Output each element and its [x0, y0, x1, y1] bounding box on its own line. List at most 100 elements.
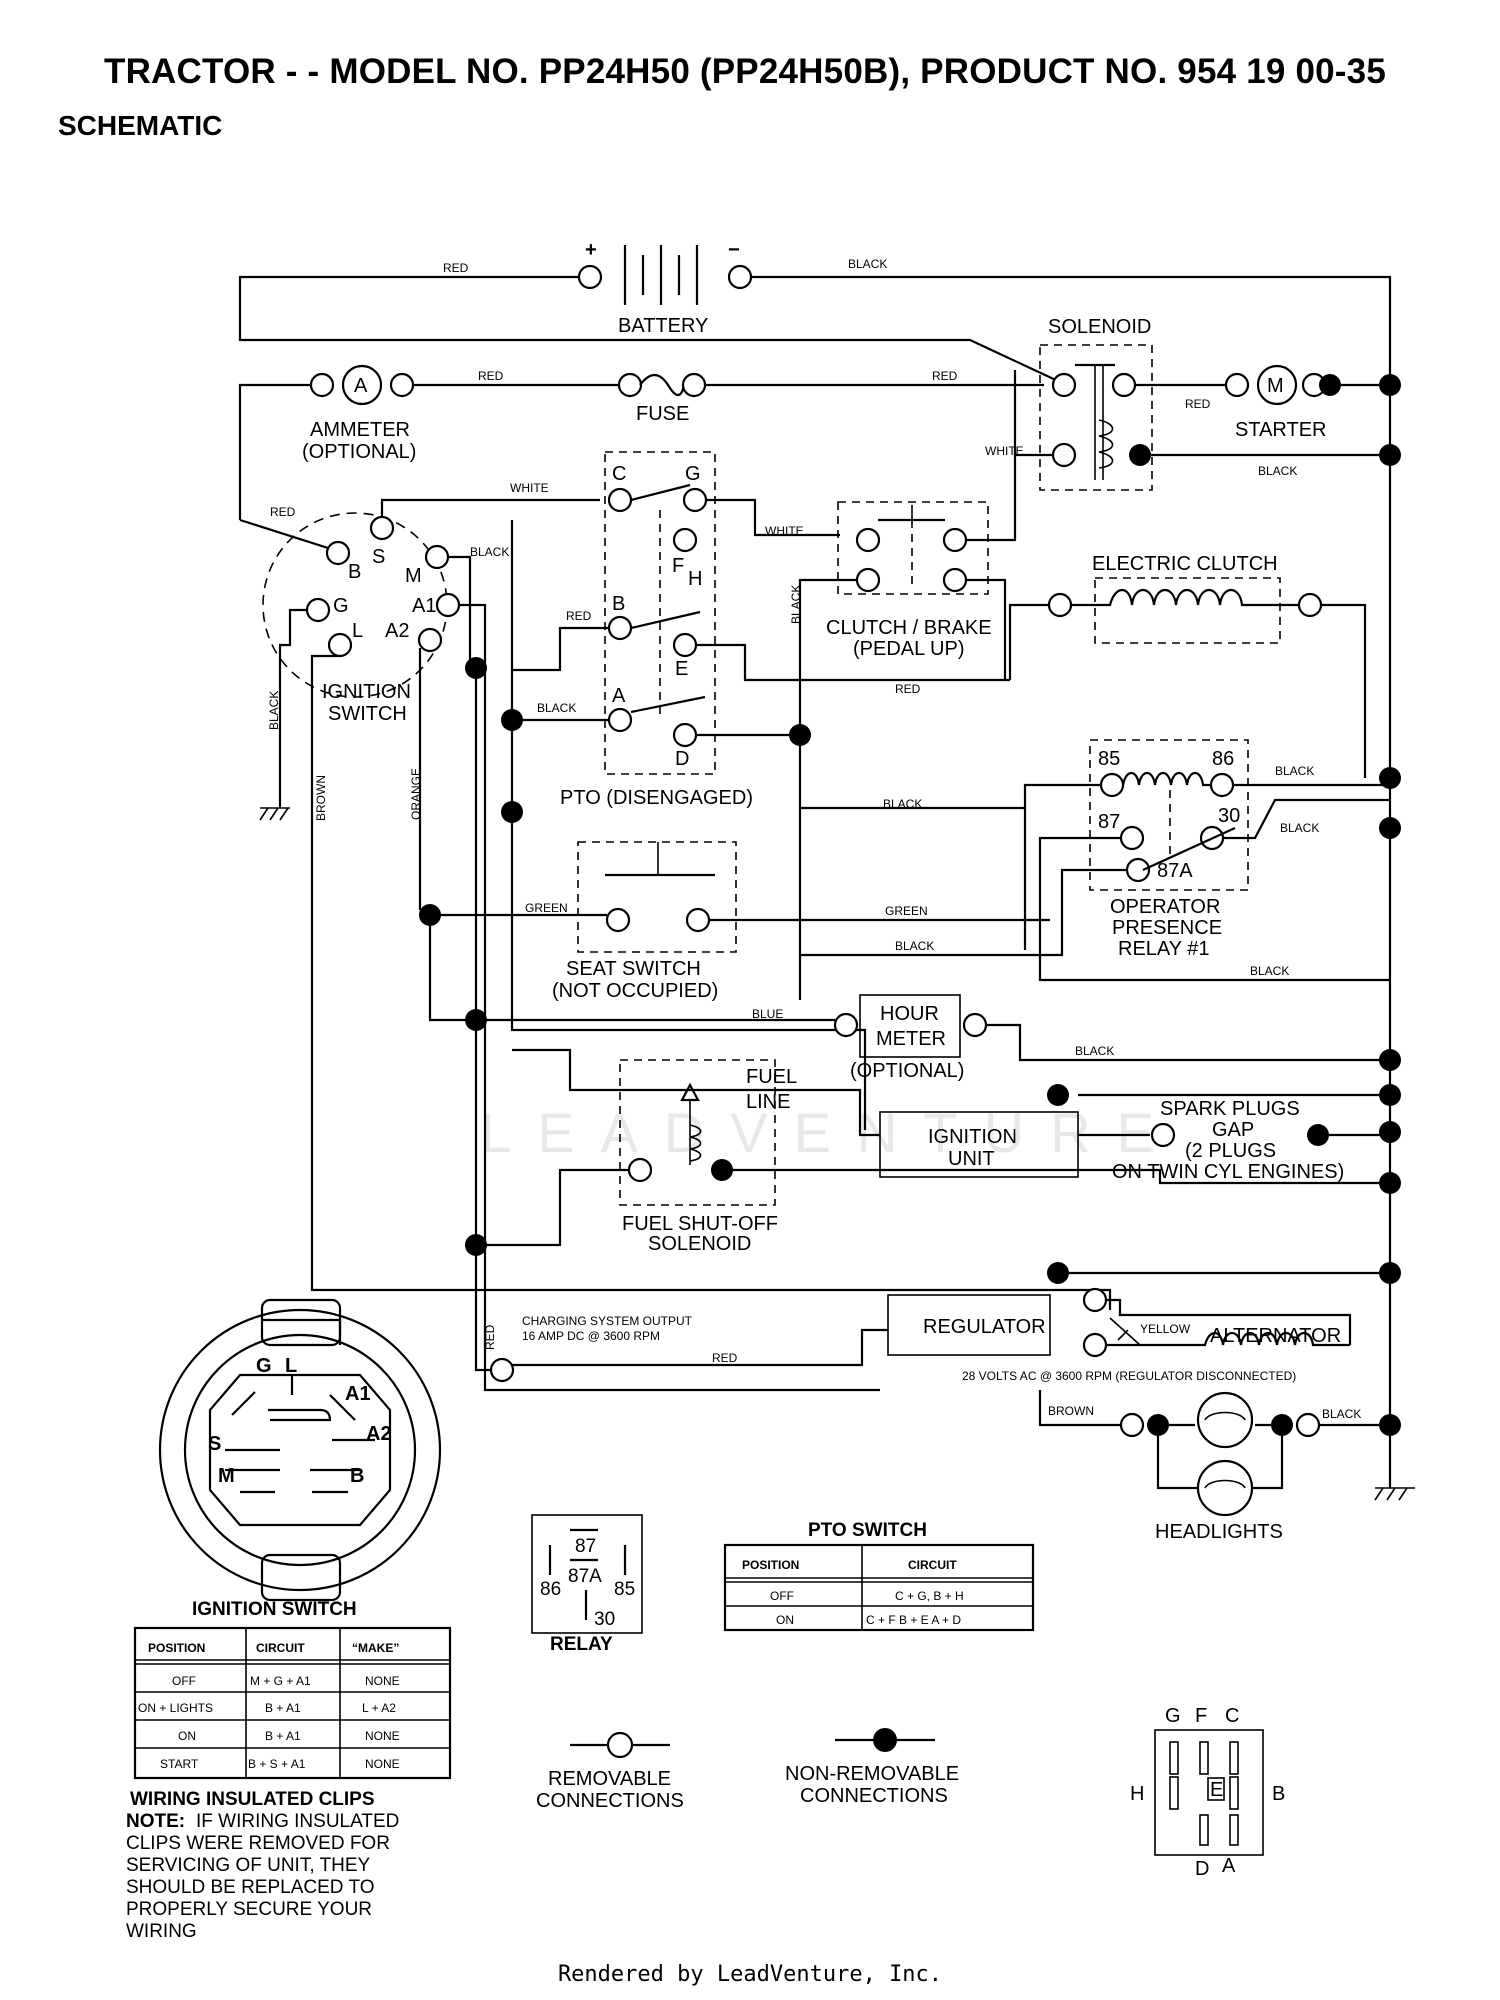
wire-label-black: BLACK: [1280, 821, 1319, 835]
pto-r1-circuit: C + G, B + H: [895, 1589, 964, 1603]
alternator-label: ALTERNATOR: [1210, 1325, 1341, 1347]
ign-r4-circuit: B + S + A1: [248, 1757, 306, 1771]
conn-pin-e: E: [1210, 1779, 1223, 1801]
relay-term-85: 85: [1098, 748, 1120, 770]
fuse-label: FUSE: [636, 403, 689, 425]
relay-label-3: RELAY #1: [1118, 938, 1210, 960]
wire-label-brown: BROWN: [314, 775, 328, 821]
solenoid: SOLENOID WHITE: [985, 316, 1153, 491]
wire-label-white: WHITE: [510, 481, 549, 495]
ign-r2-circuit: B + A1: [265, 1701, 301, 1715]
fuel-shutoff-solenoid: FUEL LINE FUEL SHUT-OFF SOLENOID: [476, 1059, 1390, 1255]
ign-term-g: G: [333, 595, 349, 617]
relay-pin-86: 86: [540, 1579, 561, 1600]
hour-meter-label: HOUR: [880, 1003, 939, 1025]
wire-label-brown: BROWN: [1048, 1404, 1094, 1418]
wire-label-black: BLACK: [895, 939, 934, 953]
wire-label-black: BLACK: [537, 701, 576, 715]
relay-pin-30: 30: [594, 1609, 615, 1630]
ignition-switch-label: IGNITION: [322, 681, 411, 703]
operator-presence-relay: 85 86 87 30 87A OPERATOR PRESENCE RELAY …: [800, 739, 1390, 982]
spark-plugs-note: ON TWIN CYL ENGINES): [1112, 1161, 1344, 1183]
conn-pin-b: B: [1272, 1783, 1285, 1805]
face-pin-s: S: [208, 1433, 221, 1455]
face-pin-a2: A2: [366, 1423, 392, 1445]
relay-term-86: 86: [1212, 748, 1234, 770]
legend-nonremovable-2: CONNECTIONS: [800, 1785, 948, 1807]
fuel-solenoid-label: FUEL SHUT-OFF: [622, 1213, 778, 1235]
ign-r3-make: NONE: [365, 1729, 400, 1743]
pto-term-a: A: [612, 685, 626, 707]
pto-term-d: D: [675, 748, 689, 770]
conn-pin-f: F: [1195, 1705, 1207, 1727]
legend-nonremovable-1: NON-REMOVABLE: [785, 1763, 959, 1785]
wire-label-red: RED: [443, 261, 469, 275]
note-line-2: CLIPS WERE REMOVED FOR: [126, 1833, 390, 1854]
pto-switch: C G F H B E A D PTO (DISENGAGED) WHITE R…: [512, 451, 1010, 809]
regulator-label: REGULATOR: [923, 1316, 1046, 1338]
fuel-line-label: FUEL: [746, 1066, 797, 1088]
relay-term-30: 30: [1218, 805, 1240, 827]
wire-label-black: BLACK: [789, 585, 803, 624]
electric-clutch: ELECTRIC CLUTCH: [1008, 553, 1367, 778]
wire-label-green: GREEN: [885, 904, 928, 918]
note-title: WIRING INSULATED CLIPS: [130, 1789, 375, 1810]
note-line-1: IF WIRING INSULATED: [196, 1811, 399, 1832]
ignition-switch: S B M G A1 L A2 IGNITION SWITCH BLACK BL…: [239, 481, 1112, 1392]
electric-clutch-label: ELECTRIC CLUTCH: [1092, 553, 1278, 575]
wire-label-green: GREEN: [525, 901, 568, 915]
spark-plugs-count: (2 PLUGS: [1185, 1140, 1276, 1162]
headlights: HEADLIGHTS BROWN BLACK: [1038, 1390, 1390, 1543]
legend-removable-2: CONNECTIONS: [536, 1790, 684, 1812]
pto-term-f: F: [672, 555, 684, 577]
wire-label-yellow: YELLOW: [1140, 1322, 1191, 1336]
ignition-unit-label: IGNITION: [928, 1126, 1017, 1148]
relay-term-87: 87: [1098, 811, 1120, 833]
wire-label-black: BLACK: [1250, 964, 1289, 978]
hour-meter-label-2: METER: [876, 1028, 946, 1050]
conn-pin-d: D: [1195, 1858, 1209, 1880]
face-pin-l: L: [285, 1355, 297, 1377]
legend-removable: REMOVABLE CONNECTIONS: [536, 1731, 684, 1812]
fuel-line-label-2: LINE: [746, 1091, 790, 1113]
alternator-note: 28 VOLTS AC @ 3600 RPM (REGULATOR DISCON…: [962, 1369, 1296, 1383]
relay-pin-85: 85: [614, 1579, 635, 1600]
wire-label-white: WHITE: [765, 524, 804, 538]
relay-pin-87: 87: [575, 1536, 596, 1557]
pto-term-b: B: [612, 593, 625, 615]
pto-r2-circuit: C + F B + E A + D: [866, 1613, 961, 1627]
ign-r2-pos: ON + LIGHTS: [138, 1701, 213, 1715]
wire-label-orange: ORANGE: [409, 768, 423, 820]
pto-term-c: C: [612, 463, 626, 485]
pto-th-position: POSITION: [742, 1558, 799, 1572]
wire-label-black: BLACK: [1322, 1407, 1361, 1421]
clutch-brake-switch: CLUTCH / BRAKE (PEDAL UP) BLACK RED: [789, 450, 1017, 1000]
pto-switch-table: PTO SWITCH POSITION CIRCUIT OFF C + G, B…: [723, 1520, 1035, 1632]
note-line-5: PROPERLY SECURE YOUR: [126, 1899, 372, 1920]
wire-label-black: BLACK: [470, 545, 509, 559]
wire-label-black: BLACK: [1275, 764, 1314, 778]
ignition-unit-label-2: UNIT: [948, 1148, 995, 1170]
relay-label-2: PRESENCE: [1112, 917, 1222, 939]
wire-label-red: RED: [1185, 397, 1211, 411]
wire-label-black: BLACK: [267, 691, 281, 730]
regulator: REGULATOR CHARGING SYSTEM OUTPUT 16 AMP …: [474, 1245, 1390, 1383]
clutch-brake-label: CLUTCH / BRAKE: [826, 617, 992, 639]
charging-output-label: CHARGING SYSTEM OUTPUT: [522, 1314, 693, 1328]
page-subtitle: SCHEMATIC: [58, 110, 223, 141]
ammeter: A AMMETER (OPTIONAL) RED: [238, 364, 416, 520]
ground-bus-dots: [1379, 374, 1401, 1436]
ignition-unit: IGNITION UNIT SPARK PLUGS GAP (2 PLUGS O…: [512, 1048, 1390, 1183]
clutch-brake-label-2: (PEDAL UP): [853, 638, 965, 660]
wire-label-red: RED: [566, 609, 592, 623]
wiring-note: WIRING INSULATED CLIPS NOTE: IF WIRING I…: [126, 1789, 399, 1942]
relay-term-87a: 87A: [1157, 860, 1193, 882]
face-pin-g: G: [256, 1355, 272, 1377]
ignition-table-title: IGNITION SWITCH: [192, 1599, 357, 1620]
wire-label-black: BLACK: [1258, 464, 1297, 478]
conn-pin-a: A: [1222, 1855, 1236, 1877]
wire-label-black: BLACK: [848, 257, 887, 271]
wire-label-red: RED: [932, 369, 958, 383]
note-line-3: SERVICING OF UNIT, THEY: [126, 1855, 371, 1876]
